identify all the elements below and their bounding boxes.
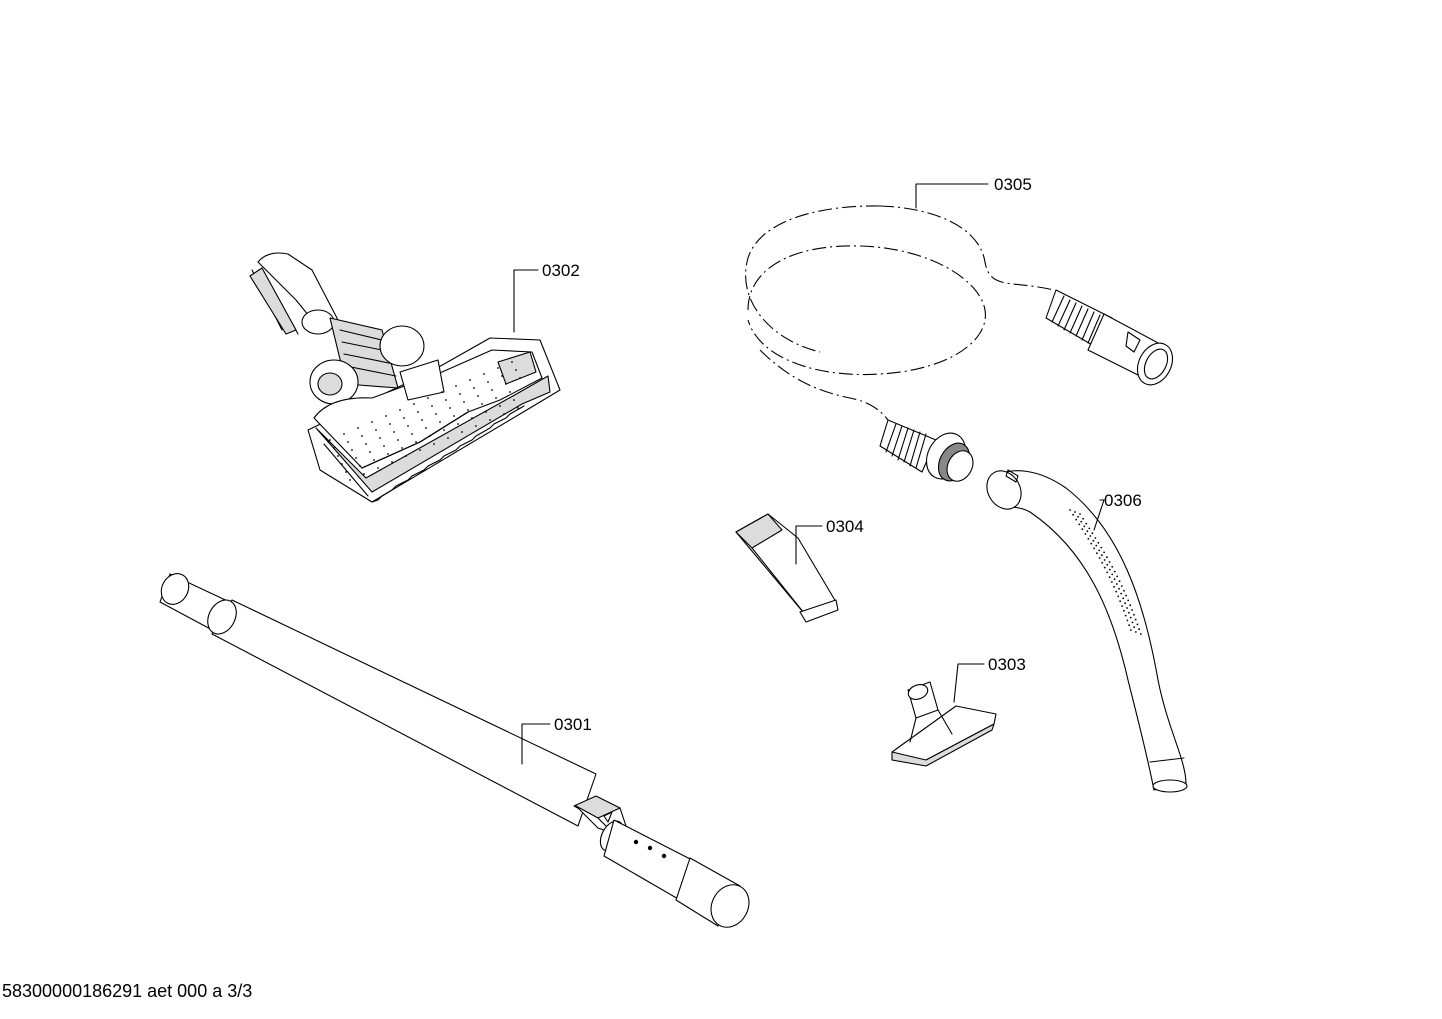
part-label-0301: 0301 <box>554 715 592 734</box>
part-label-0302: 0302 <box>542 261 580 280</box>
document-id: 58300000186291 aet 000 a 3/3 <box>2 981 253 1001</box>
floor-nozzle-drawing <box>249 252 561 503</box>
leader-lines <box>513 183 1105 765</box>
upholstery-nozzle-drawing <box>891 681 997 767</box>
crevice-nozzle-drawing <box>735 513 839 623</box>
part-label-0305: 0305 <box>994 175 1032 194</box>
hose-handle-drawing <box>986 469 1188 793</box>
suction-hose-drawing <box>745 205 1174 482</box>
telescopic-tube-drawing <box>159 573 750 928</box>
part-label-0306: 0306 <box>1104 491 1142 510</box>
part-label-0304: 0304 <box>826 517 864 536</box>
part-label-0303: 0303 <box>988 655 1026 674</box>
